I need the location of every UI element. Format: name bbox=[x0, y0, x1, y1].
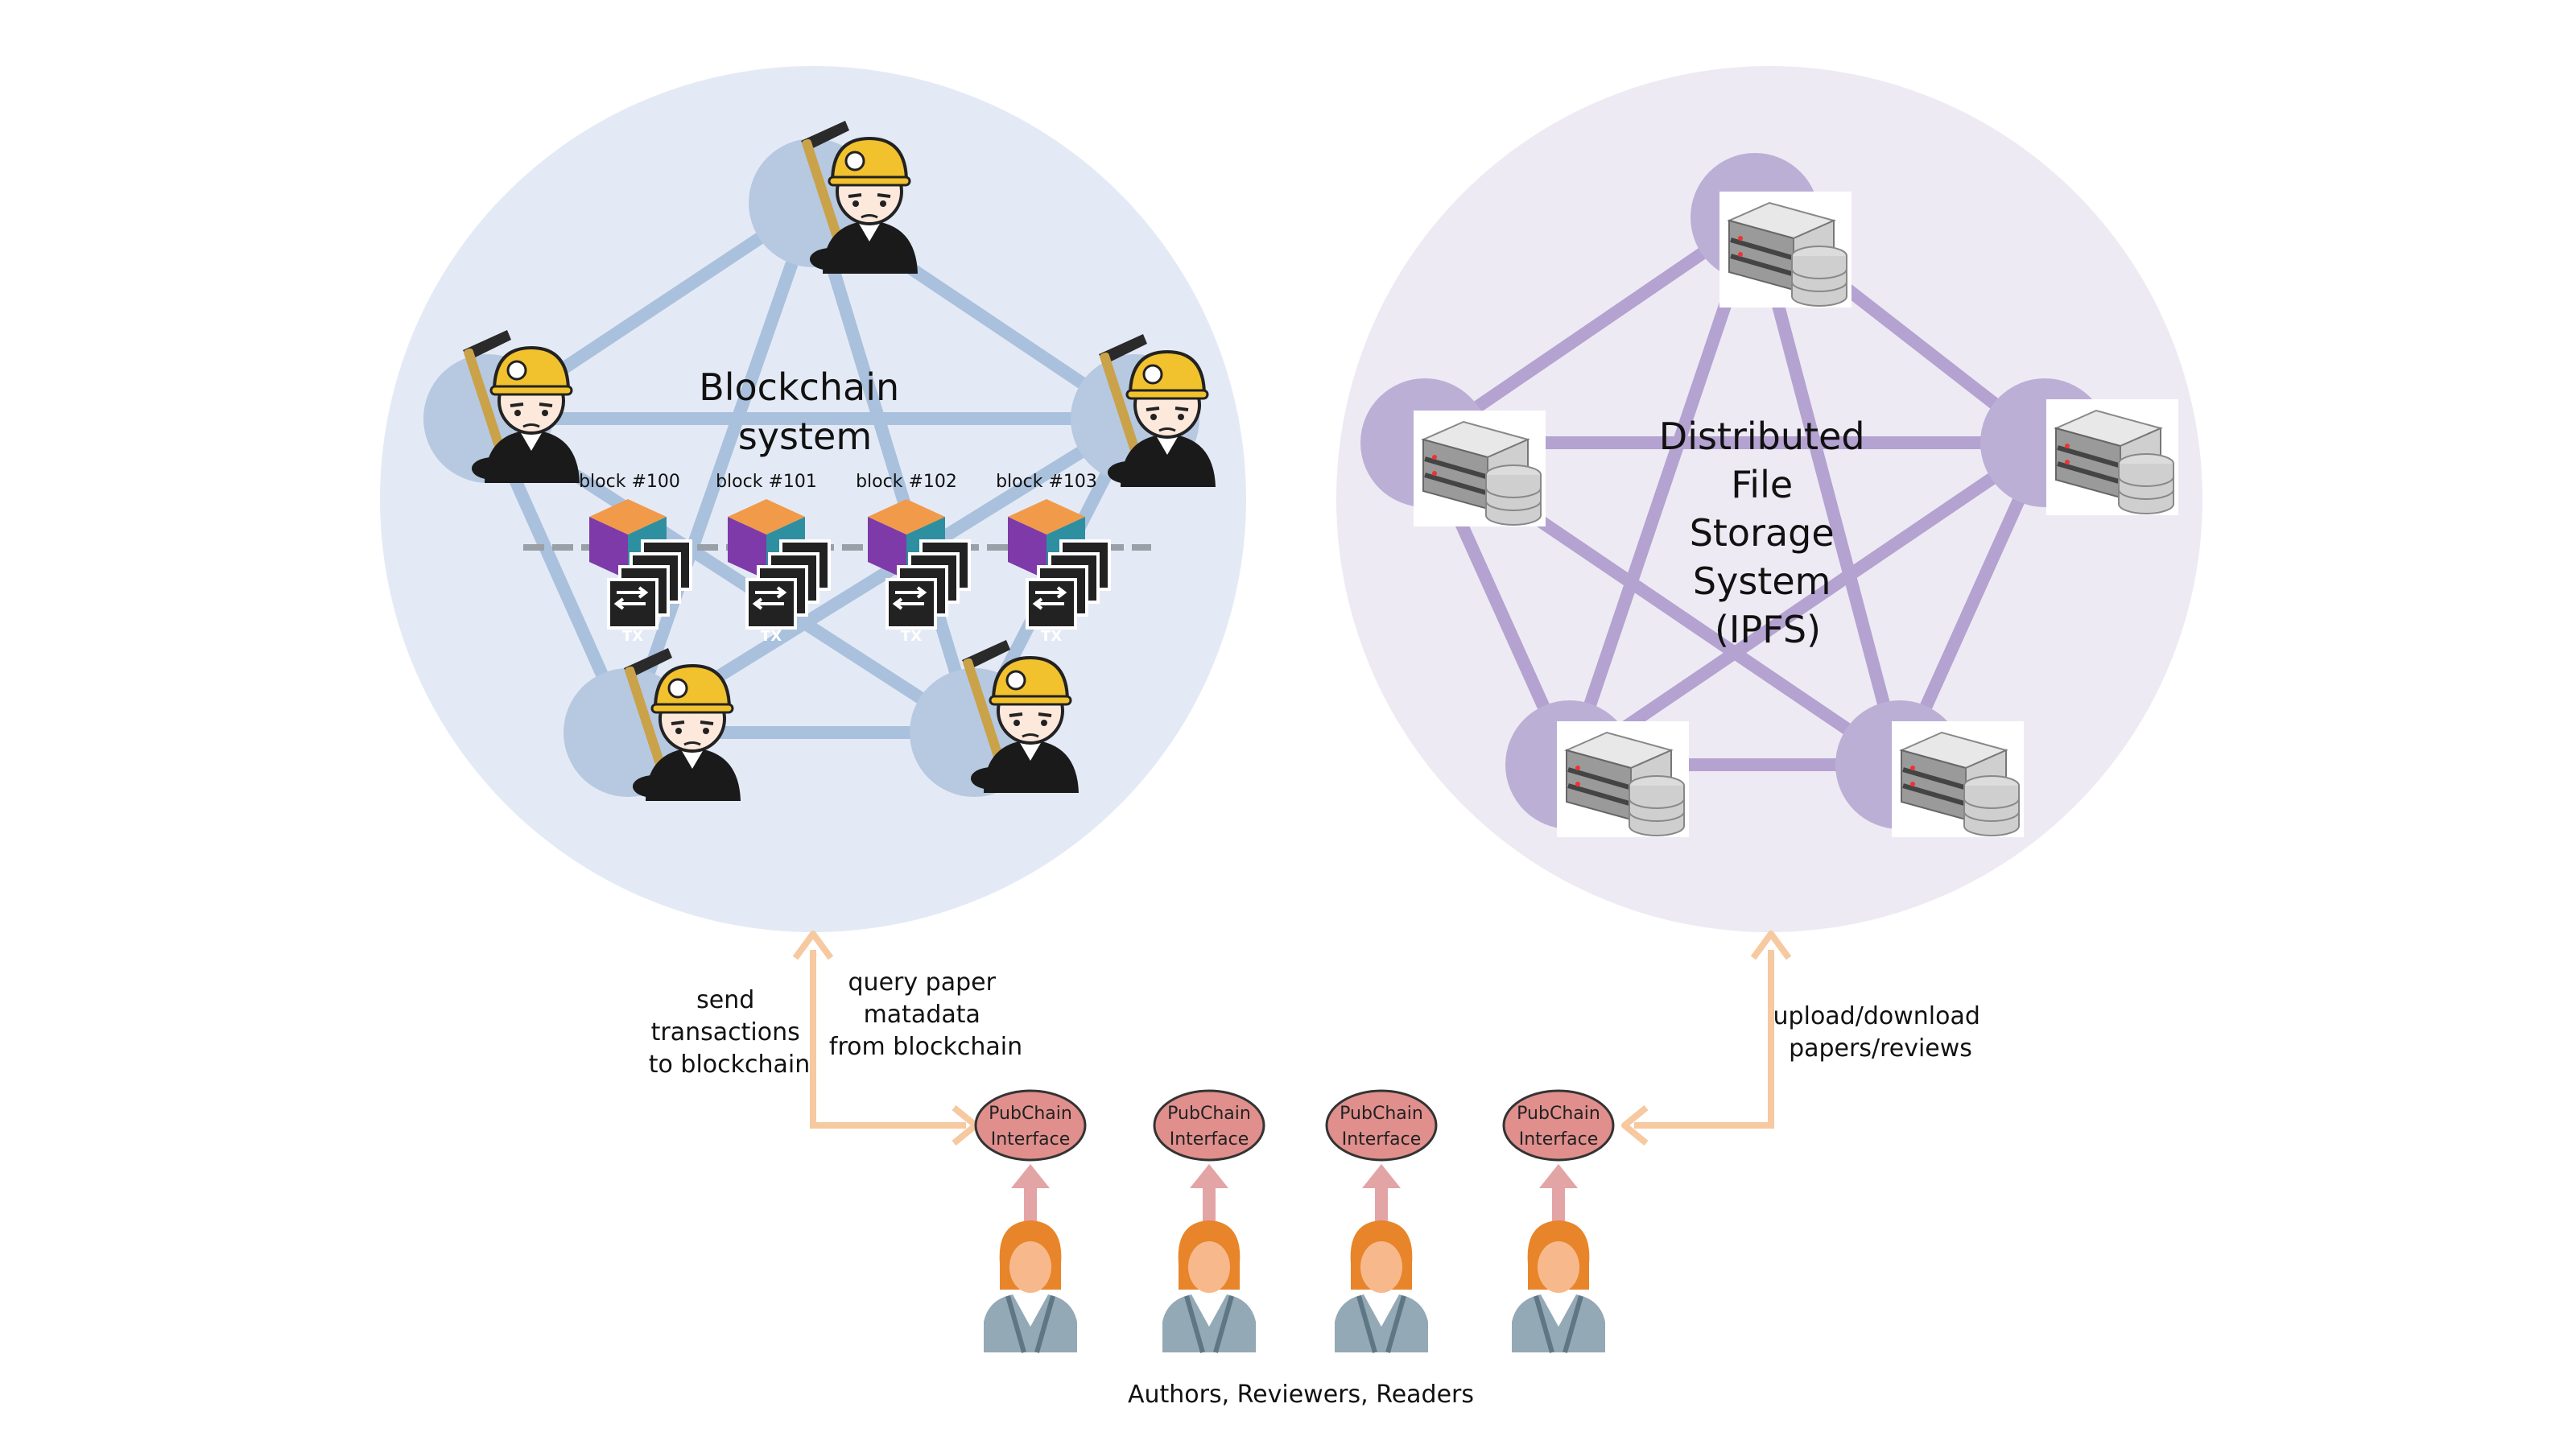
annotation-line: upload/download bbox=[1773, 1002, 1980, 1030]
pubchain-interface[interactable]: PubChain Interface bbox=[1153, 1089, 1265, 1162]
block-100: block #100 TX bbox=[579, 472, 692, 645]
blockchain-title-line: system bbox=[738, 415, 872, 458]
storage-title-line: Storage bbox=[1690, 511, 1835, 555]
annotation-line: matadata bbox=[864, 1001, 980, 1029]
interface-line: Interface bbox=[1342, 1129, 1422, 1150]
interface-line: PubChain bbox=[1167, 1104, 1251, 1124]
query-metadata-label: query paper matadata from blockchain bbox=[829, 968, 1022, 1061]
interface-line: PubChain bbox=[1340, 1104, 1423, 1124]
server-icon bbox=[1414, 411, 1546, 526]
tx-label: TX bbox=[901, 628, 922, 645]
annotation-line: papers/reviews bbox=[1789, 1034, 1972, 1063]
storage-title-line: (IPFS) bbox=[1715, 608, 1821, 651]
upload-download-label: upload/download papers/reviews bbox=[1773, 1002, 1988, 1063]
block-102: block #102 TX bbox=[856, 472, 971, 645]
blockchain-title: Blockchain system bbox=[699, 365, 911, 458]
pubchain-interface[interactable]: PubChain Interface bbox=[974, 1089, 1087, 1162]
interface-user-arrows bbox=[1011, 1164, 1578, 1251]
storage-arrow bbox=[1621, 931, 1792, 1146]
interface-line: Interface bbox=[1519, 1129, 1599, 1150]
pubchain-interface[interactable]: PubChain Interface bbox=[1325, 1089, 1438, 1162]
pubchain-interface[interactable]: PubChain Interface bbox=[1502, 1089, 1615, 1162]
interface-line: Interface bbox=[1170, 1129, 1249, 1150]
annotation-line: send bbox=[696, 986, 754, 1014]
interface-line: PubChain bbox=[989, 1104, 1072, 1124]
server-icon bbox=[1719, 192, 1852, 308]
block-label: block #101 bbox=[716, 472, 817, 492]
annotation-line: from blockchain bbox=[829, 1033, 1022, 1061]
interface-line: Interface bbox=[991, 1129, 1071, 1150]
tx-label: TX bbox=[761, 628, 782, 645]
block-101: block #101 TX bbox=[716, 472, 831, 645]
tx-label: TX bbox=[1041, 628, 1062, 645]
block-label: block #102 bbox=[856, 472, 957, 492]
annotation-line: to blockchain bbox=[649, 1051, 811, 1079]
server-icon bbox=[2046, 399, 2178, 515]
annotation-line: query paper bbox=[848, 968, 997, 997]
storage-title-line: System bbox=[1693, 559, 1831, 603]
annotation-line: transactions bbox=[651, 1018, 800, 1046]
server-icon bbox=[1557, 721, 1689, 837]
block-label: block #100 bbox=[579, 472, 680, 492]
tx-label: TX bbox=[622, 628, 643, 645]
interface-line: PubChain bbox=[1517, 1104, 1600, 1124]
block-label: block #103 bbox=[996, 472, 1097, 492]
user-icon bbox=[1512, 1220, 1605, 1352]
blockchain-title-line: Blockchain bbox=[699, 365, 899, 409]
storage-title-line: File bbox=[1731, 463, 1793, 506]
storage-title-line: Distributed bbox=[1659, 415, 1865, 458]
user-icon bbox=[984, 1220, 1077, 1352]
users-caption: Authors, Reviewers, Readers bbox=[1128, 1381, 1474, 1409]
storage-title: Distributed File Storage System (IPFS) bbox=[1659, 415, 1876, 651]
user-icon bbox=[1162, 1220, 1256, 1352]
server-icon bbox=[1892, 721, 2024, 837]
send-transactions-label: send transactions to blockchain bbox=[649, 986, 811, 1079]
user-icon bbox=[1335, 1220, 1428, 1352]
block-103: block #103 TX bbox=[996, 472, 1111, 645]
